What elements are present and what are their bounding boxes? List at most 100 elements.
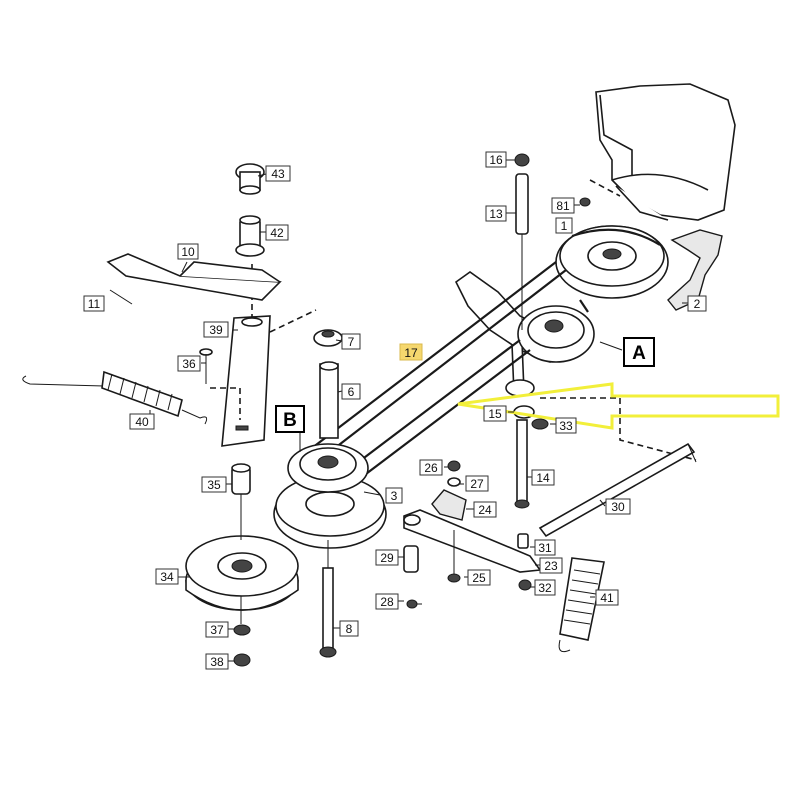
callout-8: 8 bbox=[339, 620, 359, 637]
callout-14: 14 bbox=[531, 469, 555, 486]
callout-10: 10 bbox=[177, 243, 199, 260]
pin-31 bbox=[517, 533, 529, 549]
svg-text:26: 26 bbox=[424, 461, 438, 475]
svg-text:6: 6 bbox=[348, 385, 355, 399]
svg-text:24: 24 bbox=[478, 503, 492, 517]
nut-16 bbox=[514, 153, 530, 167]
callout-7: 7 bbox=[341, 333, 361, 350]
svg-text:10: 10 bbox=[181, 245, 195, 259]
callout-24: 24 bbox=[473, 501, 497, 518]
svg-text:3: 3 bbox=[391, 489, 398, 503]
callout-38: 38 bbox=[205, 653, 229, 670]
svg-text:16: 16 bbox=[489, 153, 503, 167]
svg-text:36: 36 bbox=[182, 357, 196, 371]
callout-6: 6 bbox=[341, 383, 361, 400]
callout-41: 41 bbox=[595, 589, 619, 606]
washer-7 bbox=[313, 329, 343, 347]
svg-text:37: 37 bbox=[210, 623, 224, 637]
deck-cover bbox=[595, 83, 736, 311]
svg-text:13: 13 bbox=[489, 207, 503, 221]
bolt-25 bbox=[447, 530, 461, 583]
callout-11: 11 bbox=[83, 295, 105, 312]
svg-text:30: 30 bbox=[611, 500, 625, 514]
svg-text:32: 32 bbox=[538, 581, 552, 595]
callout-26: 26 bbox=[419, 459, 443, 476]
callout-81: 81 bbox=[551, 197, 575, 214]
svg-text:1: 1 bbox=[561, 219, 568, 233]
callout-13: 13 bbox=[485, 205, 507, 222]
spacer-29 bbox=[403, 545, 419, 573]
callout-42: 42 bbox=[265, 224, 289, 241]
callout-23: 23 bbox=[539, 557, 563, 574]
callout-1: 1 bbox=[555, 217, 573, 234]
view-label-b: B bbox=[275, 405, 305, 433]
callout-28: 28 bbox=[375, 593, 399, 610]
bushing-42 bbox=[235, 215, 265, 257]
svg-text:7: 7 bbox=[348, 335, 355, 349]
svg-text:8: 8 bbox=[346, 622, 353, 636]
bolt-81 bbox=[579, 179, 621, 207]
svg-text:34: 34 bbox=[160, 570, 174, 584]
callout-43: 43 bbox=[265, 165, 291, 182]
nut-43 bbox=[235, 163, 265, 195]
svg-text:25: 25 bbox=[472, 571, 486, 585]
callout-3: 3 bbox=[385, 487, 403, 504]
svg-text:40: 40 bbox=[135, 415, 149, 429]
rod-30 bbox=[538, 442, 697, 538]
highlight-arrow bbox=[457, 382, 780, 430]
idler-pulley-a bbox=[517, 305, 595, 363]
callout-25: 25 bbox=[467, 569, 491, 586]
svg-text:14: 14 bbox=[536, 471, 550, 485]
svg-text:42: 42 bbox=[270, 226, 284, 240]
block-24 bbox=[431, 489, 467, 521]
svg-text:2: 2 bbox=[694, 297, 701, 311]
callout-30: 30 bbox=[605, 498, 631, 515]
callout-34: 34 bbox=[155, 568, 179, 585]
svg-text:29: 29 bbox=[380, 551, 394, 565]
callout-33: 33 bbox=[555, 417, 577, 434]
callout-32: 32 bbox=[534, 579, 556, 596]
spring-40 bbox=[22, 370, 208, 425]
svg-text:81: 81 bbox=[556, 199, 570, 213]
svg-text:38: 38 bbox=[210, 655, 224, 669]
callout-2: 2 bbox=[687, 295, 707, 312]
svg-text:28: 28 bbox=[380, 595, 394, 609]
bolt-8 bbox=[319, 540, 337, 658]
bolt-36 bbox=[199, 348, 213, 384]
callout-40: 40 bbox=[129, 413, 155, 430]
svg-text:15: 15 bbox=[488, 407, 502, 421]
bracket-10 bbox=[106, 253, 282, 301]
svg-text:35: 35 bbox=[207, 478, 221, 492]
callout-35: 35 bbox=[201, 476, 227, 493]
svg-text:17: 17 bbox=[404, 346, 418, 360]
svg-text:23: 23 bbox=[544, 559, 558, 573]
callout-15: 15 bbox=[483, 405, 507, 422]
svg-text:27: 27 bbox=[470, 477, 484, 491]
svg-text:11: 11 bbox=[88, 297, 101, 311]
pulley-b bbox=[287, 443, 369, 493]
svg-text:33: 33 bbox=[559, 419, 573, 433]
callout-17: 17 bbox=[399, 343, 423, 361]
spacer-13 bbox=[515, 173, 529, 235]
spacer-35 bbox=[231, 463, 251, 495]
view-label-a: A bbox=[623, 337, 655, 367]
callout-29: 29 bbox=[375, 549, 399, 566]
svg-text:B: B bbox=[283, 410, 297, 431]
callout-36: 36 bbox=[177, 355, 201, 372]
pulley-34 bbox=[185, 535, 299, 611]
spring-41 bbox=[558, 557, 605, 653]
spacer-6 bbox=[319, 361, 339, 439]
bolt-14 bbox=[514, 419, 530, 509]
belt-17 bbox=[311, 228, 661, 487]
callout-37: 37 bbox=[205, 621, 229, 638]
arm-39 bbox=[210, 315, 271, 447]
washer-33 bbox=[531, 418, 549, 430]
callout-39: 39 bbox=[203, 321, 229, 338]
svg-text:A: A bbox=[632, 343, 646, 364]
nut-38 bbox=[233, 653, 251, 667]
svg-text:39: 39 bbox=[209, 323, 223, 337]
washer-37 bbox=[233, 624, 251, 636]
svg-text:43: 43 bbox=[271, 167, 285, 181]
svg-text:41: 41 bbox=[600, 591, 614, 605]
